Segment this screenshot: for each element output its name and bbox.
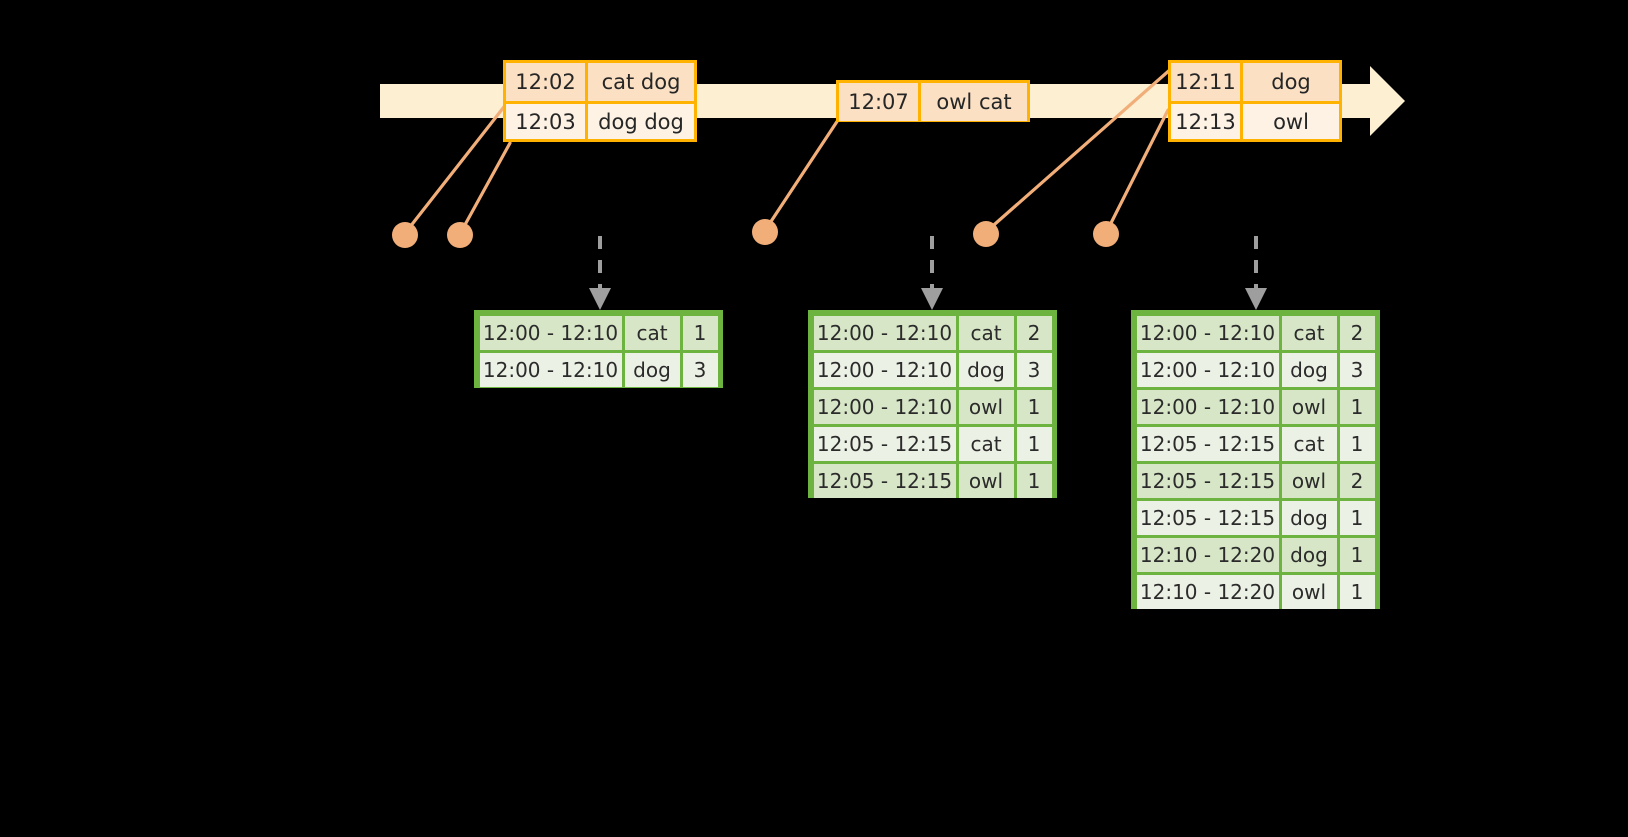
table-row[interactable]: 12:05 - 12:15 dog 1: [1135, 499, 1376, 536]
event-row[interactable]: 12:03 dog dog: [506, 101, 694, 139]
table-row[interactable]: 12:05 - 12:15 cat 1: [1135, 425, 1376, 462]
cell-word: dog: [958, 352, 1014, 387]
cell-word: owl: [958, 389, 1014, 424]
connector-line-5: [1105, 108, 1170, 233]
cell-window: 12:10 - 12:20: [1136, 537, 1279, 572]
table-row[interactable]: 12:10 - 12:20 owl 1: [1135, 573, 1376, 610]
cell-count: 1: [1339, 389, 1375, 424]
cell-word: owl: [1281, 574, 1337, 609]
cell-count: 1: [1016, 389, 1052, 424]
table-row[interactable]: 12:00 - 12:10 cat 2: [812, 314, 1053, 351]
event-time: 12:13: [1171, 104, 1243, 139]
cell-window: 12:05 - 12:15: [1136, 463, 1279, 498]
marker-dot-2: [447, 222, 473, 248]
marker-dot-5: [1093, 221, 1119, 247]
table-row[interactable]: 12:00 - 12:10 dog 3: [1135, 351, 1376, 388]
event-words: cat dog: [588, 63, 694, 101]
cell-window: 12:10 - 12:20: [1136, 574, 1279, 609]
cell-window: 12:05 - 12:15: [813, 426, 956, 461]
event-row[interactable]: 12:13 owl: [1171, 101, 1339, 139]
connector-line-1: [404, 101, 509, 234]
table-row[interactable]: 12:00 - 12:10 owl 1: [812, 388, 1053, 425]
cell-window: 12:05 - 12:15: [1136, 426, 1279, 461]
cell-word: dog: [1281, 352, 1337, 387]
cell-count: 1: [1339, 500, 1375, 535]
cell-count: 3: [682, 352, 718, 387]
cell-window: 12:00 - 12:10: [813, 352, 956, 387]
cell-word: cat: [958, 426, 1014, 461]
cell-word: cat: [1281, 426, 1337, 461]
event-row[interactable]: 12:02 cat dog: [506, 63, 694, 101]
cell-count: 1: [1016, 426, 1052, 461]
table-row[interactable]: 12:05 - 12:15 owl 1: [812, 462, 1053, 499]
event-words: dog: [1243, 63, 1339, 101]
cell-window: 12:05 - 12:15: [1136, 500, 1279, 535]
cell-count: 2: [1339, 463, 1375, 498]
cell-window: 12:00 - 12:10: [1136, 315, 1279, 350]
cell-word: cat: [1281, 315, 1337, 350]
cell-window: 12:00 - 12:10: [813, 389, 956, 424]
cell-count: 1: [682, 315, 718, 350]
table-row[interactable]: 12:00 - 12:10 dog 3: [812, 351, 1053, 388]
cell-word: owl: [1281, 463, 1337, 498]
table-row[interactable]: 12:10 - 12:20 dog 1: [1135, 536, 1376, 573]
cell-count: 3: [1339, 352, 1375, 387]
result-table-2[interactable]: 12:00 - 12:10 cat 2 12:00 - 12:10 dog 3 …: [808, 310, 1057, 498]
cell-window: 12:00 - 12:10: [479, 352, 622, 387]
trigger-arrow-1: [589, 236, 611, 310]
cell-word: owl: [1281, 389, 1337, 424]
event-time: 12:02: [506, 63, 588, 101]
event-words: owl cat: [921, 83, 1027, 121]
cell-count: 1: [1339, 574, 1375, 609]
trigger-arrow-3: [1245, 236, 1267, 310]
result-table-3[interactable]: 12:00 - 12:10 cat 2 12:00 - 12:10 dog 3 …: [1131, 310, 1380, 609]
event-time: 12:03: [506, 104, 588, 139]
cell-word: dog: [1281, 500, 1337, 535]
cell-window: 12:00 - 12:10: [1136, 352, 1279, 387]
marker-dot-4: [973, 221, 999, 247]
cell-count: 3: [1016, 352, 1052, 387]
cell-word: dog: [624, 352, 680, 387]
event-box-group-3[interactable]: 12:11 dog 12:13 owl: [1168, 60, 1342, 142]
table-row[interactable]: 12:05 - 12:15 cat 1: [812, 425, 1053, 462]
connector-line-3: [764, 115, 842, 231]
event-words: owl: [1243, 104, 1339, 139]
trigger-arrows: [589, 236, 1267, 310]
cell-word: owl: [958, 463, 1014, 498]
marker-dot-1: [392, 222, 418, 248]
table-row[interactable]: 12:00 - 12:10 dog 3: [478, 351, 719, 388]
cell-word: dog: [1281, 537, 1337, 572]
event-box-group-1[interactable]: 12:02 cat dog 12:03 dog dog: [503, 60, 697, 142]
event-box-group-2[interactable]: 12:07 owl cat: [836, 80, 1030, 122]
cell-window: 12:00 - 12:10: [479, 315, 622, 350]
cell-count: 1: [1339, 426, 1375, 461]
table-row[interactable]: 12:00 - 12:10 cat 1: [478, 314, 719, 351]
cell-window: 12:00 - 12:10: [1136, 389, 1279, 424]
table-row[interactable]: 12:00 - 12:10 cat 2: [1135, 314, 1376, 351]
cell-count: 1: [1339, 537, 1375, 572]
table-row[interactable]: 12:00 - 12:10 owl 1: [1135, 388, 1376, 425]
cell-word: cat: [958, 315, 1014, 350]
marker-dot-3: [752, 219, 778, 245]
cell-count: 2: [1016, 315, 1052, 350]
connector-line-2: [459, 141, 512, 234]
event-row[interactable]: 12:11 dog: [1171, 63, 1339, 101]
event-time: 12:07: [839, 83, 921, 121]
trigger-arrow-2: [921, 236, 943, 310]
cell-word: cat: [624, 315, 680, 350]
cell-count: 2: [1339, 315, 1375, 350]
cell-window: 12:00 - 12:10: [813, 315, 956, 350]
cell-window: 12:05 - 12:15: [813, 463, 956, 498]
event-time: 12:11: [1171, 63, 1243, 101]
event-row[interactable]: 12:07 owl cat: [839, 83, 1027, 121]
result-table-1[interactable]: 12:00 - 12:10 cat 1 12:00 - 12:10 dog 3: [474, 310, 723, 388]
table-row[interactable]: 12:05 - 12:15 owl 2: [1135, 462, 1376, 499]
event-words: dog dog: [588, 104, 694, 139]
marker-dots: [392, 219, 1119, 248]
cell-count: 1: [1016, 463, 1052, 498]
